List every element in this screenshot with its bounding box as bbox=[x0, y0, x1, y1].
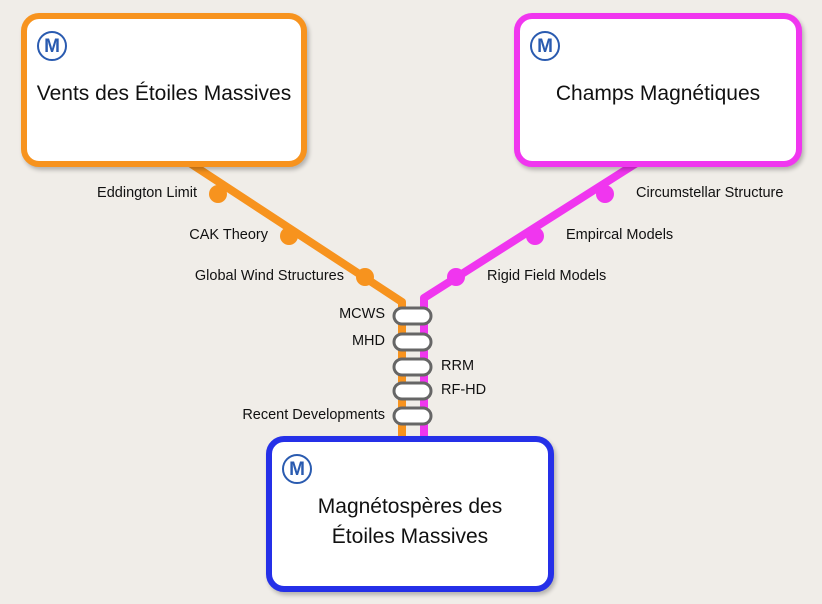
station-label-mcws: MCWS bbox=[339, 306, 385, 322]
station-label-rigid-field-models: Rigid Field Models bbox=[487, 268, 607, 284]
station-capsule-recent-developments[interactable] bbox=[392, 406, 433, 426]
metro-icon: M bbox=[530, 31, 560, 61]
station-label-circumstellar-structure: Circumstellar Structure bbox=[636, 185, 784, 201]
winds-title: Vents des Étoiles Massives bbox=[36, 82, 292, 105]
station-dot-global-wind-structures[interactable] bbox=[356, 268, 374, 286]
station-label-global-wind-structures: Global Wind Structures bbox=[194, 268, 344, 284]
station-label-mhd: MHD bbox=[351, 333, 385, 349]
station-dot-rigid-field-models[interactable] bbox=[447, 268, 465, 286]
station-label-empircal-models: Empircal Models bbox=[566, 227, 674, 243]
station-dot-cak-theory[interactable] bbox=[280, 227, 298, 245]
winds-terminal-box[interactable]: M Vents des Étoiles Massives bbox=[21, 13, 307, 167]
station-dot-eddington-limit[interactable] bbox=[209, 185, 227, 203]
metro-letter: M bbox=[537, 35, 553, 57]
station-label-eddington-limit: Eddington Limit bbox=[97, 185, 197, 201]
station-dot-empircal-models[interactable] bbox=[526, 227, 544, 245]
station-capsule-rrm[interactable] bbox=[392, 357, 433, 377]
magnetic-title: Champs Magnétiques bbox=[555, 82, 761, 105]
magnetic-terminal-box[interactable]: M Champs Magnétiques bbox=[514, 13, 802, 167]
metro-letter: M bbox=[44, 35, 60, 57]
metro-icon: M bbox=[282, 454, 312, 484]
station-capsule-rf-hd[interactable] bbox=[392, 381, 433, 401]
magnetospheres-title: Magnétospères des Étoiles Massives bbox=[317, 495, 503, 548]
station-label-rrm: RRM bbox=[441, 358, 475, 374]
station-capsule-mcws[interactable] bbox=[392, 306, 433, 326]
magnetospheres-terminal-box[interactable]: M Magnétospères des Étoiles Massives bbox=[266, 436, 554, 592]
station-capsule-mhd[interactable] bbox=[392, 332, 433, 352]
metro-icon: M bbox=[37, 31, 67, 61]
station-label-cak-theory: CAK Theory bbox=[189, 227, 268, 243]
metro-letter: M bbox=[289, 458, 305, 480]
winds-line bbox=[167, 146, 406, 440]
station-dot-circumstellar-structure[interactable] bbox=[596, 185, 614, 203]
station-label-rf-hd: RF-HD bbox=[441, 382, 487, 398]
station-label-recent-developments: Recent Developments bbox=[242, 407, 385, 423]
